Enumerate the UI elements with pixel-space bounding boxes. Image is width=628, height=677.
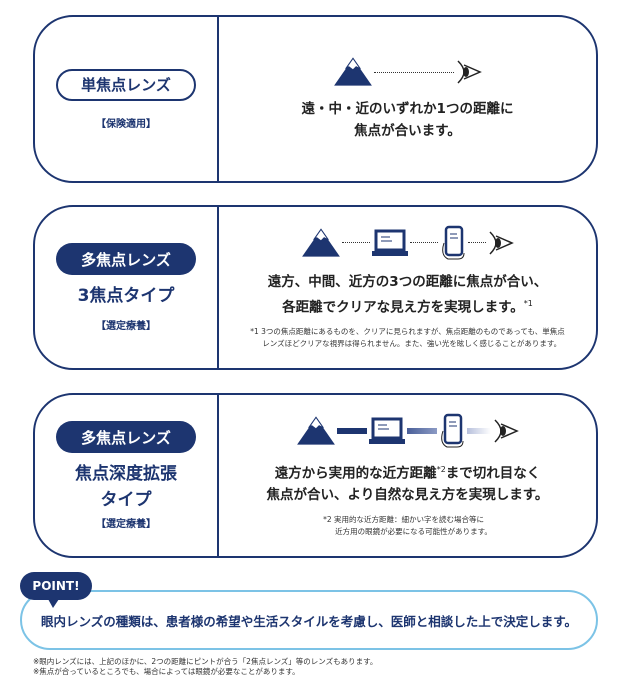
- eye-icon: [454, 57, 484, 87]
- mountain-icon: [332, 56, 374, 88]
- lens-subtype: タイプ: [100, 490, 152, 510]
- lens-type-pill: 多焦点レンズ: [56, 243, 196, 275]
- distance-line: [341, 242, 370, 244]
- distance-line: [409, 242, 438, 244]
- lens-subtype: 3焦点タイプ: [77, 286, 175, 306]
- insurance-category: 【保険適用】: [96, 118, 156, 130]
- point-text: 眼内レンズの種類は、患者様の希望や生活スタイルを考慮し、医師と相談した上で決定し…: [40, 613, 577, 629]
- lens-subtype: 焦点深度拡張: [75, 464, 177, 484]
- card-edof: 多焦点レンズ 焦点深度拡張タイプ 【選定療養】 遠方から実用的な近方距離*2まで…: [33, 393, 598, 558]
- mountain-icon: [295, 415, 337, 447]
- laptop-icon: [367, 416, 407, 446]
- description: 各距離でクリアな見え方を実現します。: [282, 299, 524, 316]
- description: 遠方から実用的な近方距離: [274, 465, 437, 482]
- footnote-ref: *2: [436, 464, 446, 474]
- description: まで切れ目なく: [445, 465, 541, 482]
- point-badge: POINT!: [20, 572, 92, 608]
- point-box: 眼内レンズの種類は、患者様の希望や生活スタイルを考慮し、医師と相談した上で決定し…: [20, 590, 598, 650]
- divider: [217, 395, 219, 556]
- description: 遠方、中間、近方の3つの距離に焦点が合い、: [267, 273, 548, 290]
- smartphone-icon: [437, 413, 467, 449]
- footnote: *1 3つの焦点距離にあるものを、クリアに見られますが、焦点距離のものであっても…: [250, 327, 565, 337]
- footnote-ref: *1: [523, 298, 533, 308]
- distance-line: [467, 242, 486, 244]
- description: 焦点が合い、より自然な見え方を実現します。: [266, 487, 549, 504]
- divider: [217, 207, 219, 368]
- lens-type-pill: 単焦点レンズ: [56, 68, 196, 101]
- smartphone-icon: [438, 225, 468, 261]
- lens-type-pill: 多焦点レンズ: [56, 421, 196, 453]
- footnote: レンズほどクリアな視界は得られません。また、強い光を眩しく感じることがあります。: [262, 339, 562, 349]
- insurance-category: 【選定療養】: [96, 519, 156, 530]
- divider: [217, 17, 219, 181]
- eye-icon: [486, 228, 516, 258]
- distance-line: [373, 71, 454, 73]
- continuous-focus-bar: [466, 427, 491, 434]
- footnote: *2 実用的な近方距離：細かい字を読む場合等に: [323, 515, 485, 525]
- insurance-category: 【選定療養】: [96, 321, 156, 332]
- description: 焦点が合います。: [354, 123, 461, 139]
- continuous-focus-bar: [406, 427, 437, 434]
- card-trifocal: 多焦点レンズ 3焦点タイプ 【選定療養】 遠方、中間、近方の3つの距離に焦点が合…: [33, 205, 598, 370]
- description: 遠・中・近のいずれか1つの距離に: [301, 101, 514, 117]
- eye-icon: [491, 416, 521, 446]
- continuous-focus-bar: [336, 427, 367, 434]
- mountain-icon: [300, 227, 342, 259]
- card-monofocal: 単焦点レンズ 【保険適用】 遠・中・近のいずれか1つの距離に焦点が合います。: [33, 15, 598, 183]
- footnote: ※眼内レンズには、上記のほかに、2つの距離にピントが合う「2焦点レンズ」等のレン…: [33, 657, 378, 666]
- footnote: 近方用の眼鏡が必要になる可能性があります。: [335, 527, 492, 537]
- footnote: ※焦点が合っているところでも、場合によっては眼鏡が必要なことがあります。: [33, 667, 300, 676]
- laptop-icon: [370, 228, 410, 258]
